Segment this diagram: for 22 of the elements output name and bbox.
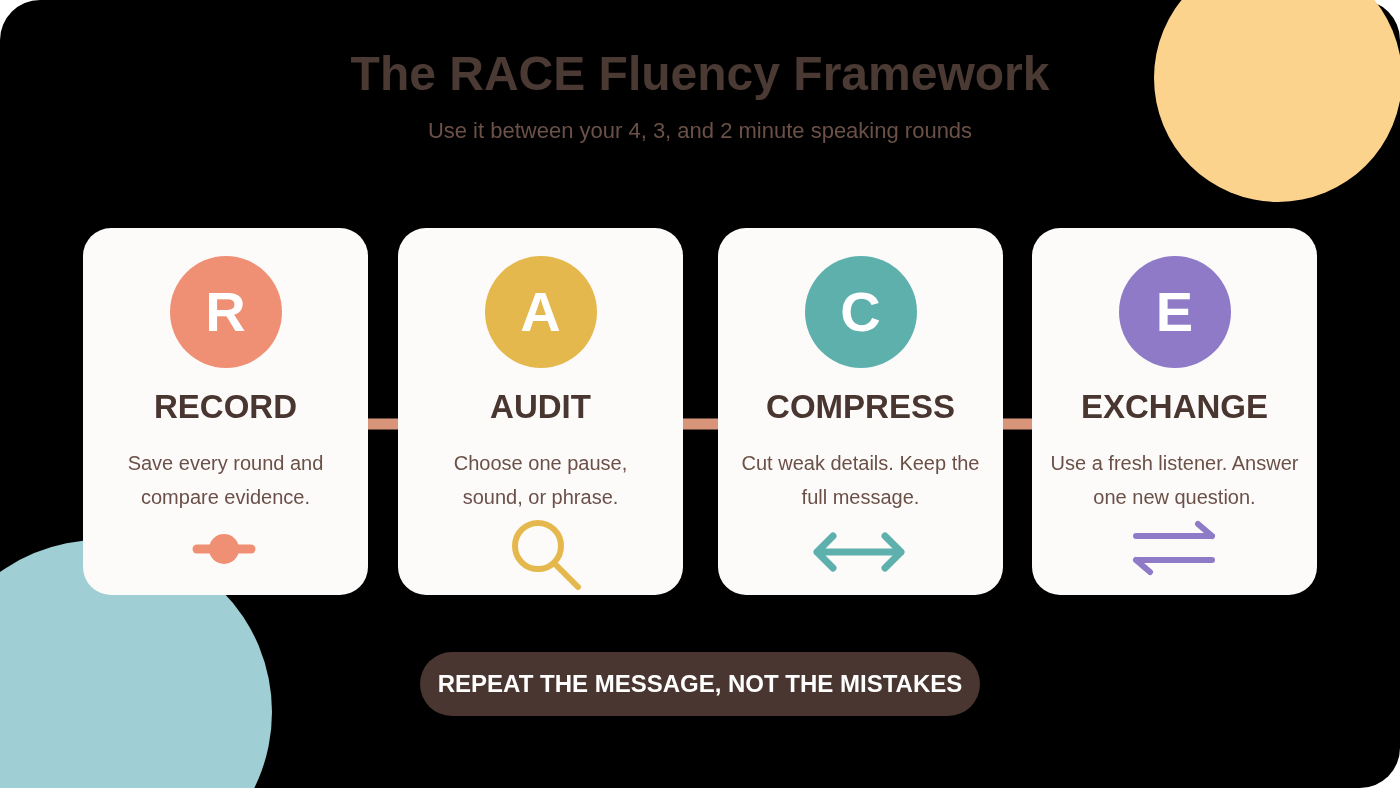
step-card (718, 228, 1003, 595)
connector-line (368, 418, 398, 430)
step-description: Cut weak details. Keep the full message. (740, 451, 981, 510)
step-heading: COMPRESS (766, 388, 955, 426)
step-card (83, 228, 368, 595)
step-letter: R (169, 256, 282, 368)
connector-line (683, 418, 718, 430)
step-description: Save every round and compare evidence. (126, 451, 325, 510)
step-card (398, 228, 683, 595)
step-description: Choose one pause, sound, or phrase. (452, 451, 629, 510)
step-description: Use a fresh listener. Answer one new question. (1049, 451, 1300, 510)
step-letter: C (804, 256, 917, 368)
step-heading: RECORD (154, 388, 297, 426)
step-heading: EXCHANGE (1081, 388, 1268, 426)
step-heading: AUDIT (490, 388, 591, 426)
message-banner: REPEAT THE MESSAGE, NOT THE MISTAKES (420, 652, 980, 716)
connector-line (1003, 418, 1032, 430)
step-letter: A (484, 256, 597, 368)
subtitle: Use it between your 4, 3, and 2 minute speaking rounds (427, 118, 973, 144)
step-letter: E (1118, 256, 1231, 368)
step-card (1032, 228, 1317, 595)
title: The RACE Fluency Framework (350, 46, 1050, 101)
